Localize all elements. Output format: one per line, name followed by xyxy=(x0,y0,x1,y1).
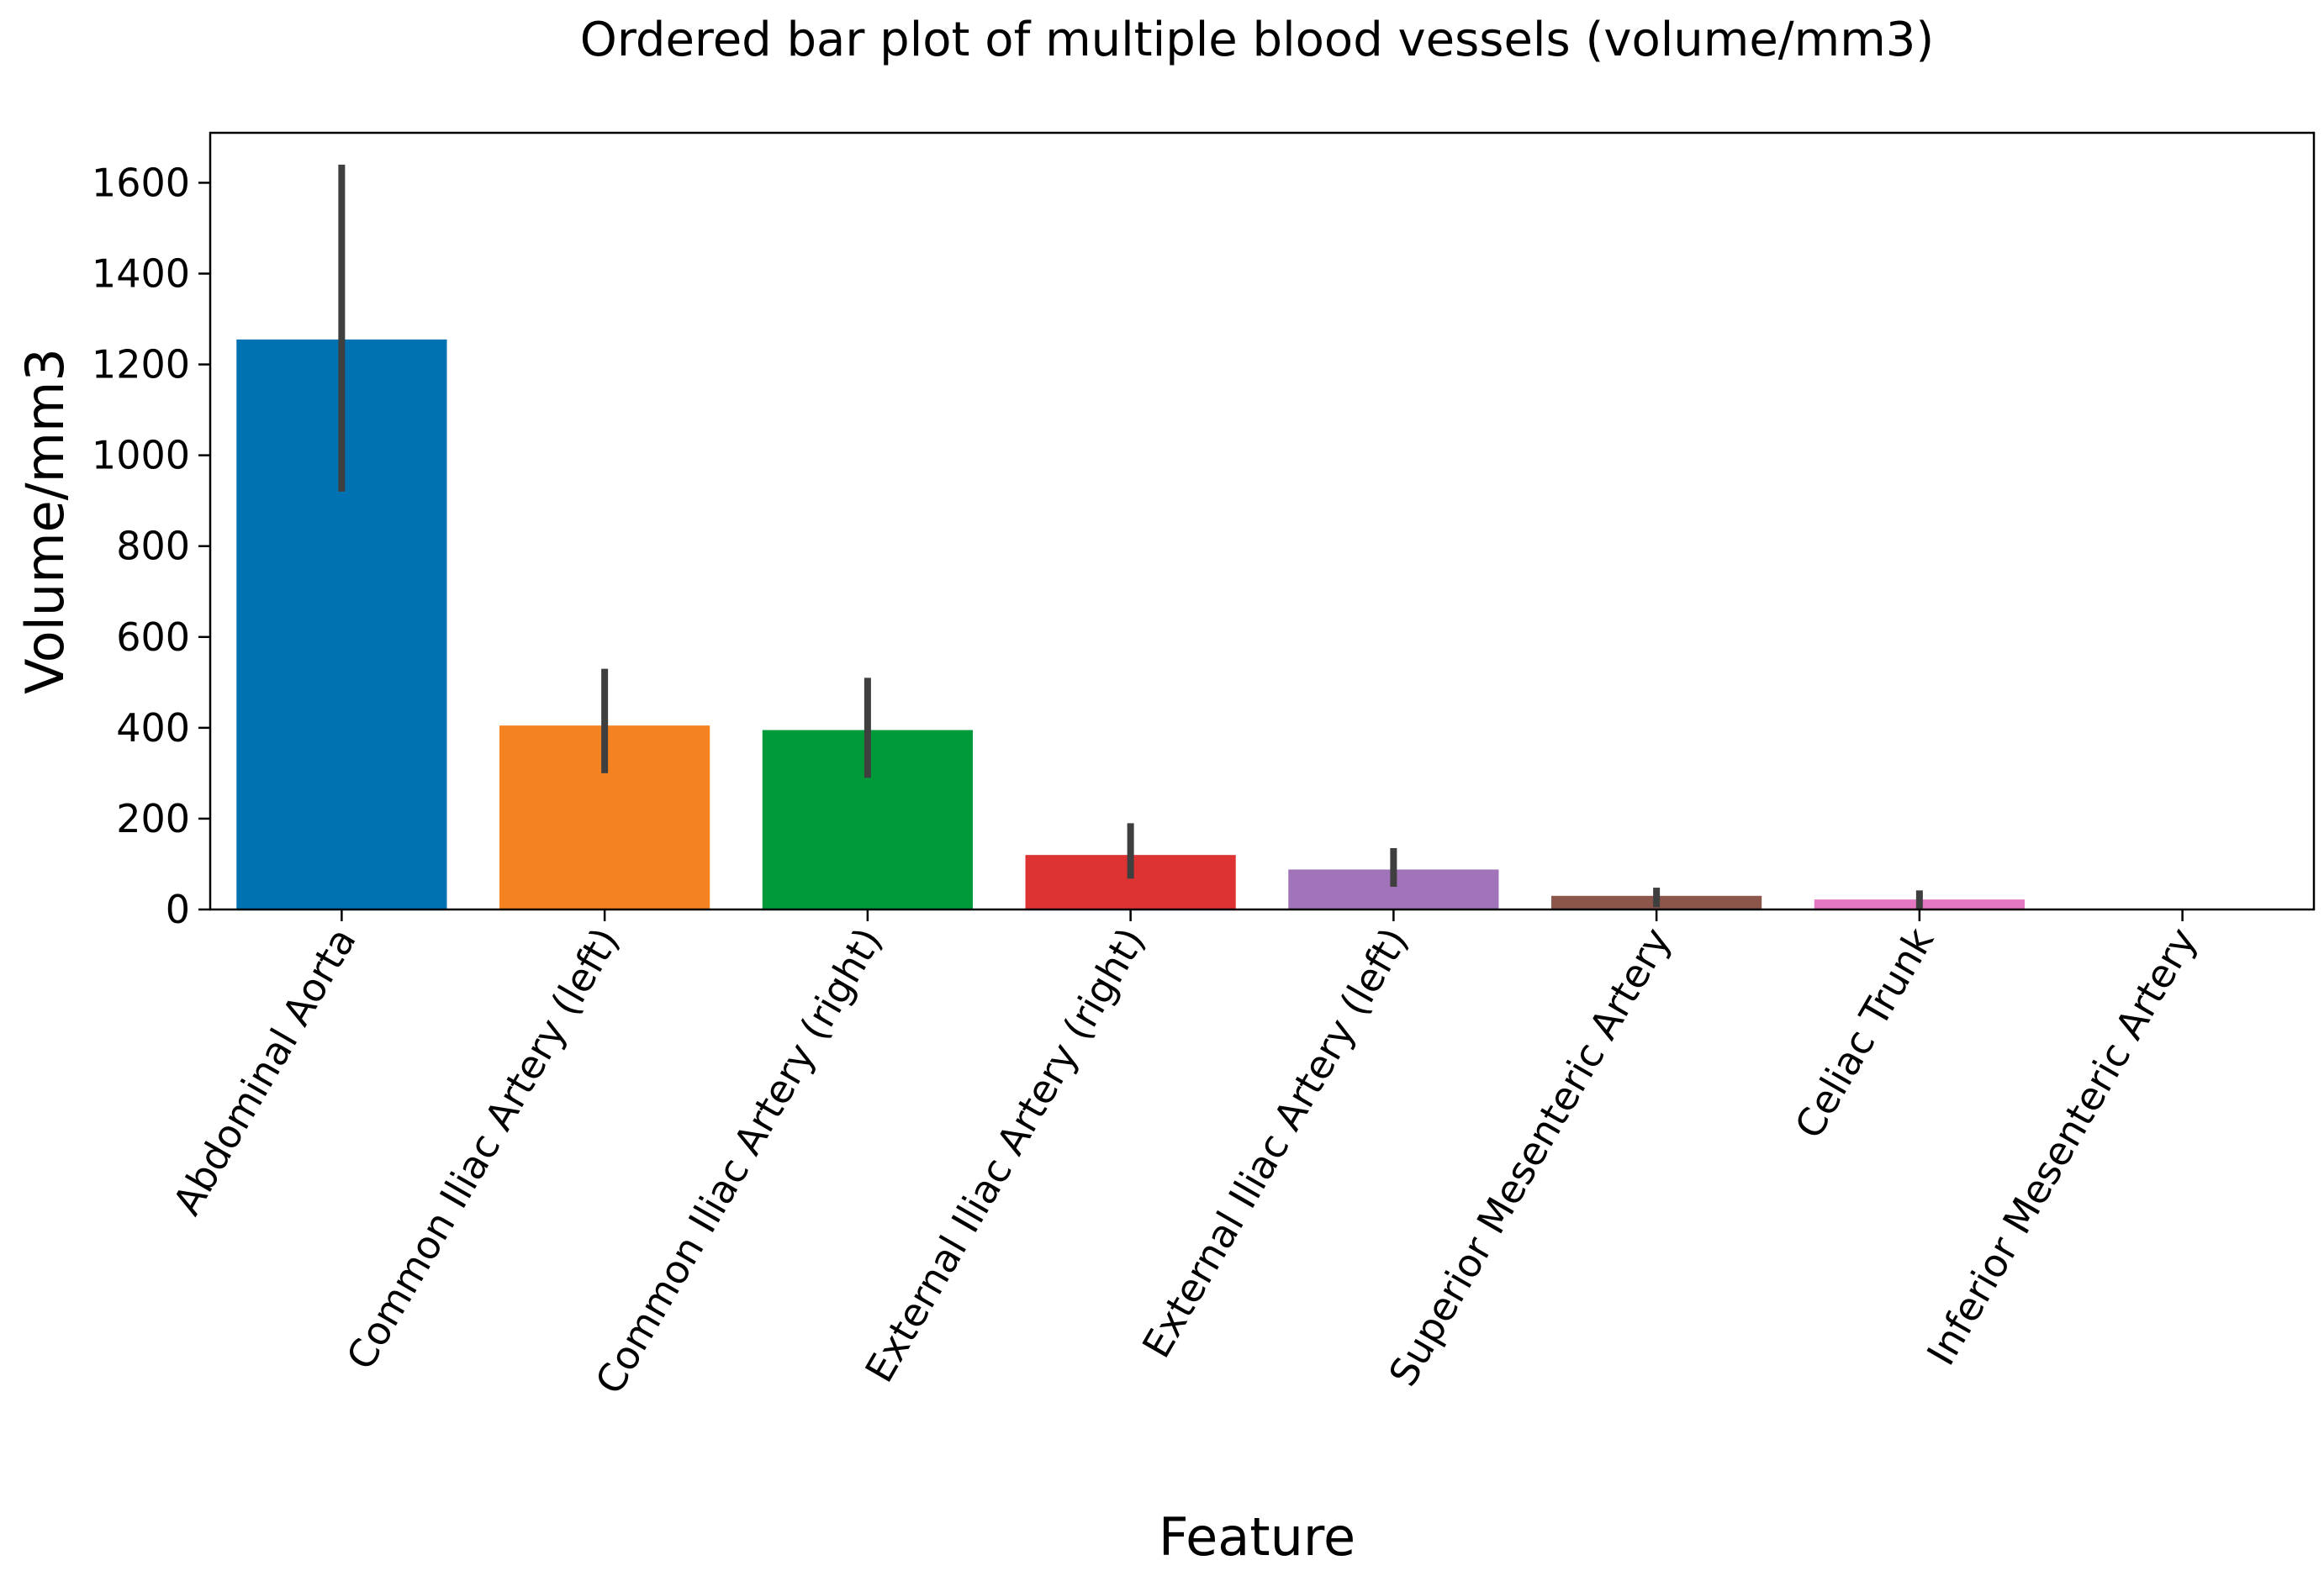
chart-title: Ordered bar plot of multiple blood vesse… xyxy=(580,13,1934,67)
x-tick-label: Common Iliac Artery (left) xyxy=(337,920,627,1378)
x-tick-label: Celiac Trunk xyxy=(1786,920,1943,1146)
y-tick-label: 600 xyxy=(116,614,190,660)
y-axis-label: Volume/mm3 xyxy=(14,348,76,694)
x-axis-label: Feature xyxy=(1159,1506,1355,1568)
y-tick-label: 800 xyxy=(116,524,190,569)
y-tick-label: 1600 xyxy=(92,160,190,205)
y-tick-label: 1200 xyxy=(92,342,190,387)
y-tick-label: 1000 xyxy=(92,433,190,478)
y-tick-label: 400 xyxy=(116,705,190,751)
x-tick-label: External Iliac Artery (right) xyxy=(856,920,1154,1390)
y-tick-label: 0 xyxy=(166,887,190,932)
y-tick-label: 200 xyxy=(116,796,190,841)
x-tick-label: External Iliac Artery (left) xyxy=(1133,920,1417,1366)
plot-frame xyxy=(209,131,2316,911)
x-tick-label: Inferior Mesenteric Artery xyxy=(1918,920,2205,1373)
x-tick-label: Superior Mesenteric Artery xyxy=(1380,920,1679,1394)
x-tick-label: Common Iliac Artery (right) xyxy=(586,920,890,1402)
x-tick-label: Abdominal Aorta xyxy=(164,920,365,1223)
y-tick-label: 1400 xyxy=(92,251,190,297)
